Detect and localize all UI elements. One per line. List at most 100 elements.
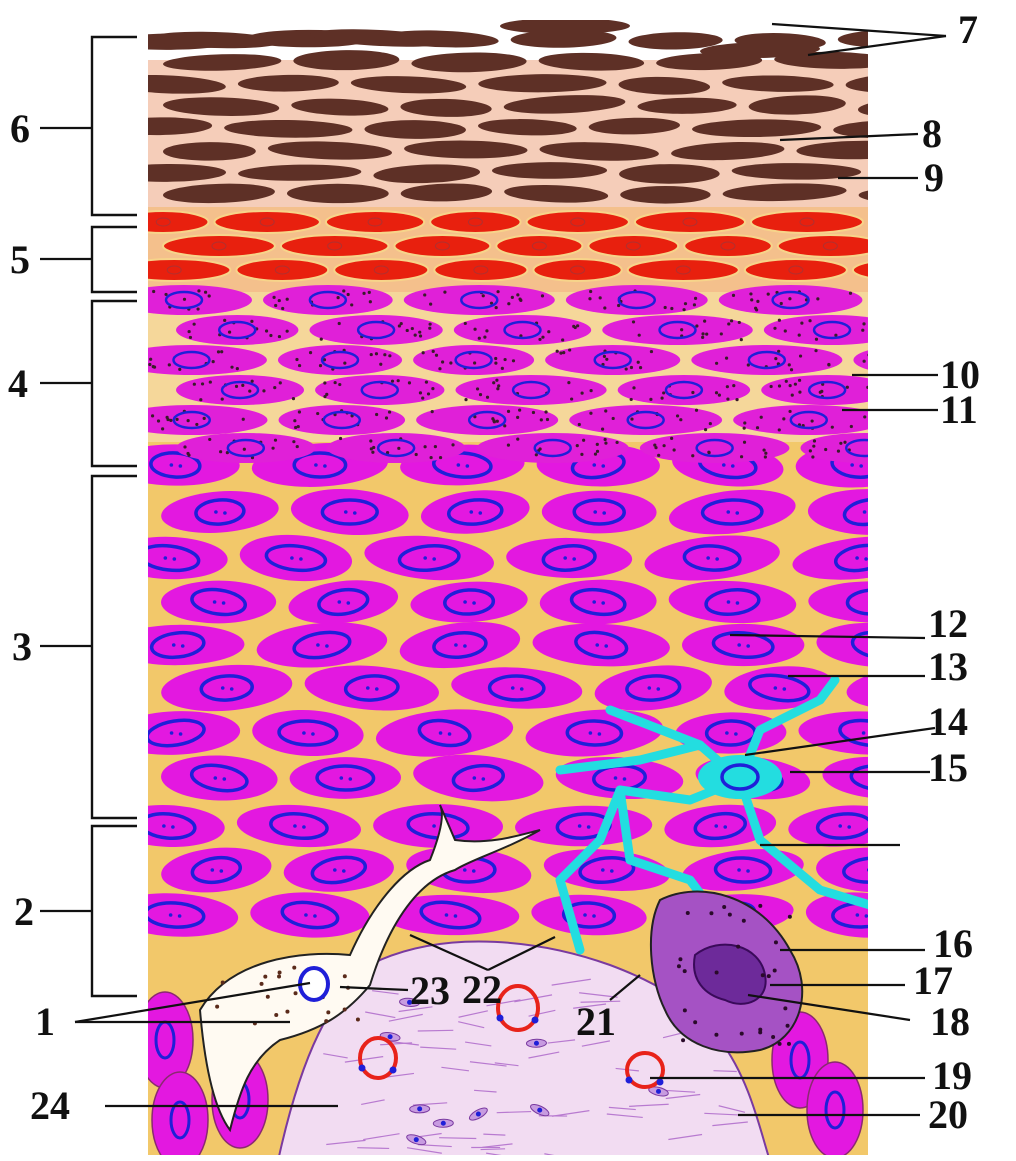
keratohyalin-granule bbox=[207, 294, 211, 298]
keratohyalin-granule bbox=[183, 445, 187, 449]
keratinocyte-nucleus bbox=[711, 631, 775, 659]
keratohyalin-granule bbox=[725, 385, 729, 389]
nucleolus bbox=[726, 600, 731, 604]
keratohyalin-granule bbox=[843, 440, 847, 444]
nucleolus bbox=[220, 686, 225, 690]
cell-granule bbox=[342, 974, 347, 979]
nucleolus bbox=[721, 463, 726, 467]
keratohyalin-granule bbox=[148, 362, 152, 367]
collagen-fiber bbox=[608, 1106, 636, 1111]
collagen-fiber bbox=[713, 1070, 737, 1073]
mast-cell-granule bbox=[727, 912, 732, 917]
keratinocyte-nucleus bbox=[700, 498, 764, 526]
keratohyalin-granule bbox=[868, 353, 871, 356]
keratohyalin-granule bbox=[187, 329, 191, 334]
keratinocyte bbox=[532, 623, 670, 667]
keratohyalin-granule bbox=[996, 381, 999, 384]
nucleolus bbox=[647, 686, 652, 690]
keratohyalin-granule bbox=[808, 319, 812, 323]
keratohyalin-granule bbox=[369, 352, 373, 357]
corneocyte bbox=[722, 183, 847, 202]
keratohyalin-granule bbox=[789, 368, 794, 372]
keratohyalin-granule bbox=[919, 386, 922, 389]
granular-nucleus bbox=[664, 380, 704, 400]
lucidum-nucleus-ghost bbox=[682, 217, 698, 227]
keratohyalin-granule bbox=[715, 361, 719, 365]
nucleolus bbox=[602, 511, 607, 515]
cell-granule bbox=[220, 980, 225, 985]
granular-cell bbox=[691, 345, 843, 375]
keratohyalin-granule bbox=[149, 357, 153, 361]
collagen-fiber bbox=[544, 1153, 555, 1155]
label-layer-4: 4 bbox=[8, 361, 28, 406]
capillary bbox=[496, 984, 540, 1032]
keratohyalin-granule bbox=[798, 354, 803, 358]
keratinocyte-nucleus bbox=[419, 900, 482, 930]
nucleolus bbox=[855, 913, 860, 917]
keratinocyte-nucleus bbox=[748, 673, 811, 703]
keratohyalin-granule bbox=[949, 289, 952, 292]
keratohyalin-granule bbox=[473, 415, 477, 419]
lucidum-cell bbox=[587, 234, 680, 258]
keratohyalin-granule bbox=[413, 333, 417, 337]
keratohyalin-granule bbox=[755, 426, 760, 430]
keratohyalin-granule bbox=[477, 336, 481, 340]
keratohyalin-granule bbox=[589, 411, 593, 415]
keratohyalin-granule bbox=[274, 303, 278, 308]
keratinocyte-nucleus bbox=[280, 900, 340, 930]
mast-cell-granule bbox=[714, 970, 719, 975]
keratohyalin-granule bbox=[615, 440, 619, 445]
keratohyalin-granule bbox=[925, 359, 928, 362]
mast-cell-granule bbox=[693, 1020, 698, 1025]
keratohyalin-granule bbox=[196, 307, 200, 311]
keratohyalin-granule bbox=[735, 397, 739, 402]
collagen-fiber bbox=[388, 1013, 423, 1022]
keratohyalin-granule bbox=[985, 296, 988, 299]
granular-nucleus bbox=[511, 380, 551, 400]
mast-cell-granule bbox=[682, 1008, 687, 1013]
leader-23 bbox=[339, 985, 409, 992]
corneocyte bbox=[237, 74, 339, 92]
corneocyte bbox=[796, 140, 868, 160]
keratohyalin-granule bbox=[385, 451, 390, 455]
keratohyalin-granule bbox=[273, 386, 277, 390]
granular-cell bbox=[800, 433, 868, 463]
nucleolus bbox=[592, 463, 597, 467]
nucleolus bbox=[737, 643, 741, 647]
lucidum-nucleus-ghost bbox=[259, 217, 275, 227]
keratohyalin-granule bbox=[291, 397, 296, 401]
cell-granule bbox=[326, 1010, 331, 1015]
granular-nucleus bbox=[220, 380, 260, 400]
keratohyalin-granule bbox=[428, 322, 432, 326]
corneocyte bbox=[148, 164, 227, 182]
corneocyte bbox=[163, 142, 256, 161]
keratohyalin-granule bbox=[350, 303, 354, 307]
keratohyalin-granule bbox=[405, 328, 409, 333]
collagen-fiber bbox=[323, 1053, 348, 1059]
mast-cell-granule bbox=[678, 957, 683, 962]
keratinocyte bbox=[451, 667, 583, 709]
keratohyalin-granule bbox=[603, 306, 607, 310]
lucidum-cell bbox=[279, 234, 390, 258]
nucleolus bbox=[456, 463, 461, 467]
collagen-fiber bbox=[494, 1062, 519, 1067]
keratohyalin-granule bbox=[632, 386, 636, 390]
keratohyalin-granule bbox=[559, 351, 563, 355]
granular-cell bbox=[853, 350, 868, 370]
keratohyalin-granule bbox=[981, 418, 984, 421]
keratinocyte-nucleus bbox=[443, 588, 496, 616]
keratinocyte bbox=[161, 664, 293, 712]
nucleolus bbox=[465, 464, 470, 468]
granular-nucleus bbox=[467, 410, 507, 430]
keratohyalin-granule bbox=[777, 428, 781, 432]
granular-nucleus bbox=[919, 292, 955, 308]
keratohyalin-granule bbox=[418, 334, 423, 338]
mast-cell-granule bbox=[772, 968, 777, 973]
keratohyalin-granule bbox=[369, 447, 373, 451]
keratohyalin-granule bbox=[495, 419, 499, 423]
nucleolus bbox=[221, 601, 226, 605]
nucleolus bbox=[290, 556, 294, 560]
corneocyte bbox=[286, 183, 389, 204]
keratohyalin-granule bbox=[492, 420, 496, 424]
keratohyalin-granule bbox=[219, 450, 223, 454]
